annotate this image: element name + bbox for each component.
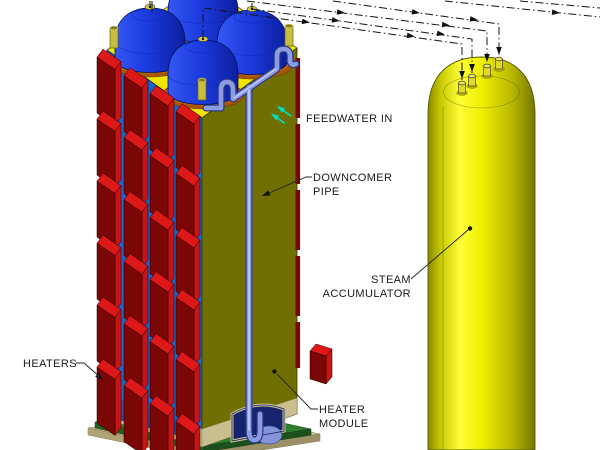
label-steam-accumulator-line1: STEAM: [371, 274, 411, 286]
label-heater-module-line1: HEATER: [319, 404, 365, 416]
heater-slab: [96, 296, 122, 375]
heaters-array: [96, 48, 201, 450]
steam-flow-arrowhead: [469, 64, 475, 72]
steam-flow-arrowhead: [301, 18, 310, 25]
heater-slab: [175, 413, 201, 450]
steam-flow-arrowhead: [411, 9, 420, 15]
steam-line-offscreen-2: [519, 0, 600, 9]
label-downcomer-line2: PIPE: [313, 186, 340, 198]
steam-flow-arrowhead: [436, 30, 445, 37]
accumulator-body: [427, 56, 536, 450]
edge-heaters: [295, 58, 301, 368]
heater-slab: [149, 147, 175, 225]
heater-slab: [175, 351, 201, 429]
feedwater-flow-arrows: [271, 106, 292, 125]
steam-flow-arrowhead: [331, 17, 340, 23]
edge-heater-segment: [295, 58, 301, 118]
label-heater-module-line2: MODULE: [319, 418, 368, 430]
heater-module: [96, 0, 333, 450]
heater-module-leader-dot: [272, 369, 277, 374]
heater-slab: [123, 315, 149, 393]
heater-slab: [175, 227, 201, 305]
heater-slab: [149, 85, 175, 163]
edge-heater-protruding: [309, 343, 333, 385]
heater-slab: [123, 377, 149, 450]
edge-heater-segment: [295, 256, 301, 316]
edge-heater-segment: [295, 190, 301, 250]
callouts: FEEDWATER IN DOWNCOMER PIPE STEAM ACCUMU…: [23, 106, 473, 430]
heater-slab: [123, 253, 149, 331]
steam-line-2: [251, 8, 473, 73]
heater-slab: [96, 234, 122, 313]
steam-lines: [151, 0, 600, 80]
label-feedwater-in: FEEDWATER IN: [306, 113, 393, 125]
steam-flow-arrowhead: [496, 47, 502, 55]
steam-flow-arrowhead: [459, 71, 465, 79]
steam-accumulator: [427, 56, 536, 450]
edge-heater-segment: [295, 322, 301, 368]
steam-flow-arrowhead: [469, 16, 478, 22]
steam-accumulator-leader: [410, 229, 469, 280]
heater-slab: [175, 165, 201, 243]
heater-module-leader: [276, 373, 318, 410]
downcomer-leader: [266, 176, 312, 195]
leader-lines: [76, 176, 469, 410]
heater-slab: [149, 209, 175, 287]
heater-slab: [123, 67, 149, 145]
heaters-leader: [76, 362, 101, 378]
heater-slab: [96, 172, 122, 251]
steam-accumulator-leader-dot: [467, 226, 473, 231]
steam-flow-arrowhead: [406, 32, 415, 39]
heater-slab: [96, 48, 122, 127]
heater-slab: [96, 358, 122, 437]
heater-slab: [149, 395, 175, 450]
heater-slab: [96, 110, 122, 189]
downcomer-pipe: [202, 45, 300, 444]
heater-slab: [149, 333, 175, 411]
steam-line-offscreen-1: [444, 0, 600, 18]
steam-flow-arrowhead: [551, 9, 560, 15]
steam-flow-arrowhead: [441, 21, 450, 28]
steam-line-3: [246, 0, 488, 63]
edge-heater-segment: [295, 124, 301, 184]
label-heaters: HEATERS: [23, 358, 77, 370]
heater-slab: [175, 103, 201, 181]
label-steam-accumulator-line2: ACCUMULATOR: [323, 288, 411, 300]
steam-flow-arrowhead: [262, 190, 271, 196]
label-downcomer-line1: DOWNCOMER: [313, 172, 392, 184]
steam-line-4: [332, 0, 500, 56]
steam-line-1: [202, 7, 463, 80]
steam-flow-arrowhead: [336, 9, 345, 15]
heater-slab: [123, 191, 149, 269]
steam-flow-arrowhead: [484, 54, 490, 62]
